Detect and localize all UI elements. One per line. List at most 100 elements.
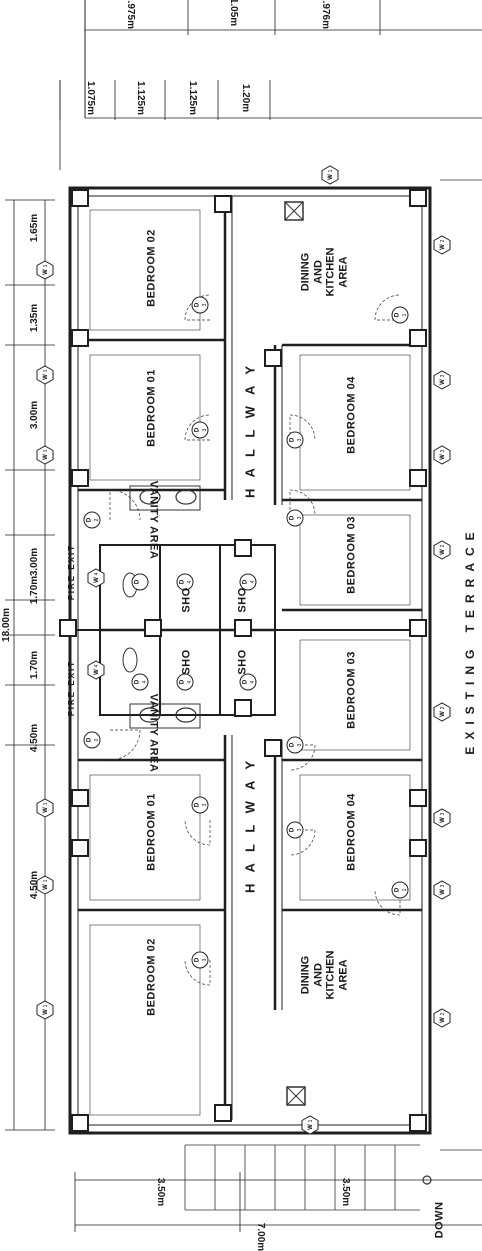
window-tag: W2: [433, 235, 451, 255]
furniture-outline: [89, 774, 201, 901]
dimension-total-length: 18.00m: [1, 608, 12, 642]
toilet: [122, 647, 138, 673]
exhaust-fan-box: [284, 201, 304, 221]
dimension-top-lower-2: 1.125m: [135, 81, 146, 115]
window-tag-hexagon: [433, 1008, 451, 1028]
door-tag-circle: [191, 796, 209, 814]
column: [71, 189, 89, 207]
column: [264, 349, 282, 367]
door-tag-circle: [191, 951, 209, 969]
door-tag-number: 4: [142, 680, 148, 683]
door-tag-number: 2: [94, 518, 100, 521]
door-tag-letter: D: [290, 827, 296, 832]
dimension-bottom-2: 3.50m: [340, 1177, 351, 1207]
window-tag-letter: W: [308, 1124, 314, 1130]
door-tag-number: 4: [187, 680, 193, 683]
window-tag-number: 1: [308, 1119, 314, 1122]
window-tag-hexagon: [433, 370, 451, 390]
room-label-shower-1: SHO: [180, 587, 193, 613]
door-swing: [184, 294, 211, 321]
door-tag-number: 3: [297, 438, 303, 441]
room-label-bedroom-02-top: BEDROOM 02: [145, 229, 158, 307]
window-tag-number: 3: [440, 449, 446, 452]
dining-line-1: DINING: [299, 252, 312, 292]
window-tag-hexagon: [36, 1000, 54, 1020]
column: [409, 189, 427, 207]
column: [409, 469, 427, 487]
dimension-top-upper-1: 2.975m: [125, 0, 136, 29]
window-tag: W1: [36, 445, 54, 465]
column: [71, 789, 89, 807]
window-tag: W1: [36, 365, 54, 385]
furniture-outline: [89, 209, 201, 331]
dimension-bottom-total: 7.00m: [255, 1222, 266, 1251]
dimension-top-lower-4: 1.20m: [240, 83, 251, 113]
dining-line-2: AND: [312, 260, 325, 284]
column: [214, 1104, 232, 1122]
column: [214, 195, 232, 213]
column: [71, 839, 89, 857]
column: [409, 619, 427, 637]
window-tag-letter: W: [328, 174, 334, 180]
door-tag-number: 3: [202, 803, 208, 806]
window-tag-letter: W: [440, 244, 446, 250]
window-tag: W4: [87, 660, 105, 680]
door-swing: [374, 889, 401, 916]
door-tag-circle: [176, 673, 194, 691]
room-label-shower-2: SHO: [236, 587, 249, 613]
sink: [139, 489, 161, 505]
window-tag-letter: W: [94, 669, 100, 675]
door-tag-letter: D: [87, 517, 93, 522]
stair-direction-dot: [422, 1175, 432, 1185]
door-tag-circle: [286, 509, 304, 527]
door-tag-number: 3: [297, 828, 303, 831]
column: [264, 739, 282, 757]
door-tag-circle: [391, 306, 409, 324]
window-tag-letter: W: [440, 379, 446, 385]
existing-terrace-label: EXISTING TERRACE: [463, 525, 477, 755]
window-tag: W1: [301, 1115, 319, 1135]
window-tag-number: 2: [440, 1012, 446, 1015]
window-tag-hexagon: [433, 445, 451, 465]
window-tag: W3: [433, 445, 451, 465]
window-tag-number: 3: [440, 812, 446, 815]
dimension-left-1: 1.65m: [29, 213, 40, 243]
door-tag-circle: [83, 511, 101, 529]
room-label-bedroom-03-bottom: BEDROOM 03: [345, 651, 358, 729]
room-label-bedroom-03-top: BEDROOM 03: [345, 516, 358, 594]
down-label: DOWN: [433, 1201, 446, 1239]
door-tag-number: 3: [202, 958, 208, 961]
dining-line-4: AREA: [337, 959, 350, 991]
dimension-left-4: 3.00m: [29, 547, 40, 577]
outer-wall: [68, 186, 432, 1135]
dimension-left-7: 4.50m: [29, 723, 40, 753]
room-label-vanity-top: VANITY AREA: [147, 480, 160, 560]
door-tag-letter: D: [395, 887, 401, 892]
column: [71, 469, 89, 487]
door-swing: [109, 489, 141, 521]
door-tag-letter: D: [195, 302, 201, 307]
window-tag-letter: W: [440, 1017, 446, 1023]
window-tag-letter: W: [43, 1009, 49, 1015]
fire-exit-label-bottom: FIRE EXIT: [67, 659, 76, 717]
column: [71, 1114, 89, 1132]
dining-line-2: AND: [312, 963, 325, 987]
room-label-shower-3: SHO: [180, 649, 193, 675]
column: [409, 1114, 427, 1132]
window-tag-hexagon: [433, 540, 451, 560]
door-swing: [289, 829, 316, 856]
exhaust-fan-x: [284, 201, 304, 221]
window-tag-number: 4: [94, 664, 100, 667]
window-tag-letter: W: [440, 889, 446, 895]
window-tag-number: 2: [440, 239, 446, 242]
column: [234, 699, 252, 717]
door-tag-circle: [131, 673, 149, 691]
fire-exit-label-top: FIRE EXIT: [67, 543, 76, 601]
